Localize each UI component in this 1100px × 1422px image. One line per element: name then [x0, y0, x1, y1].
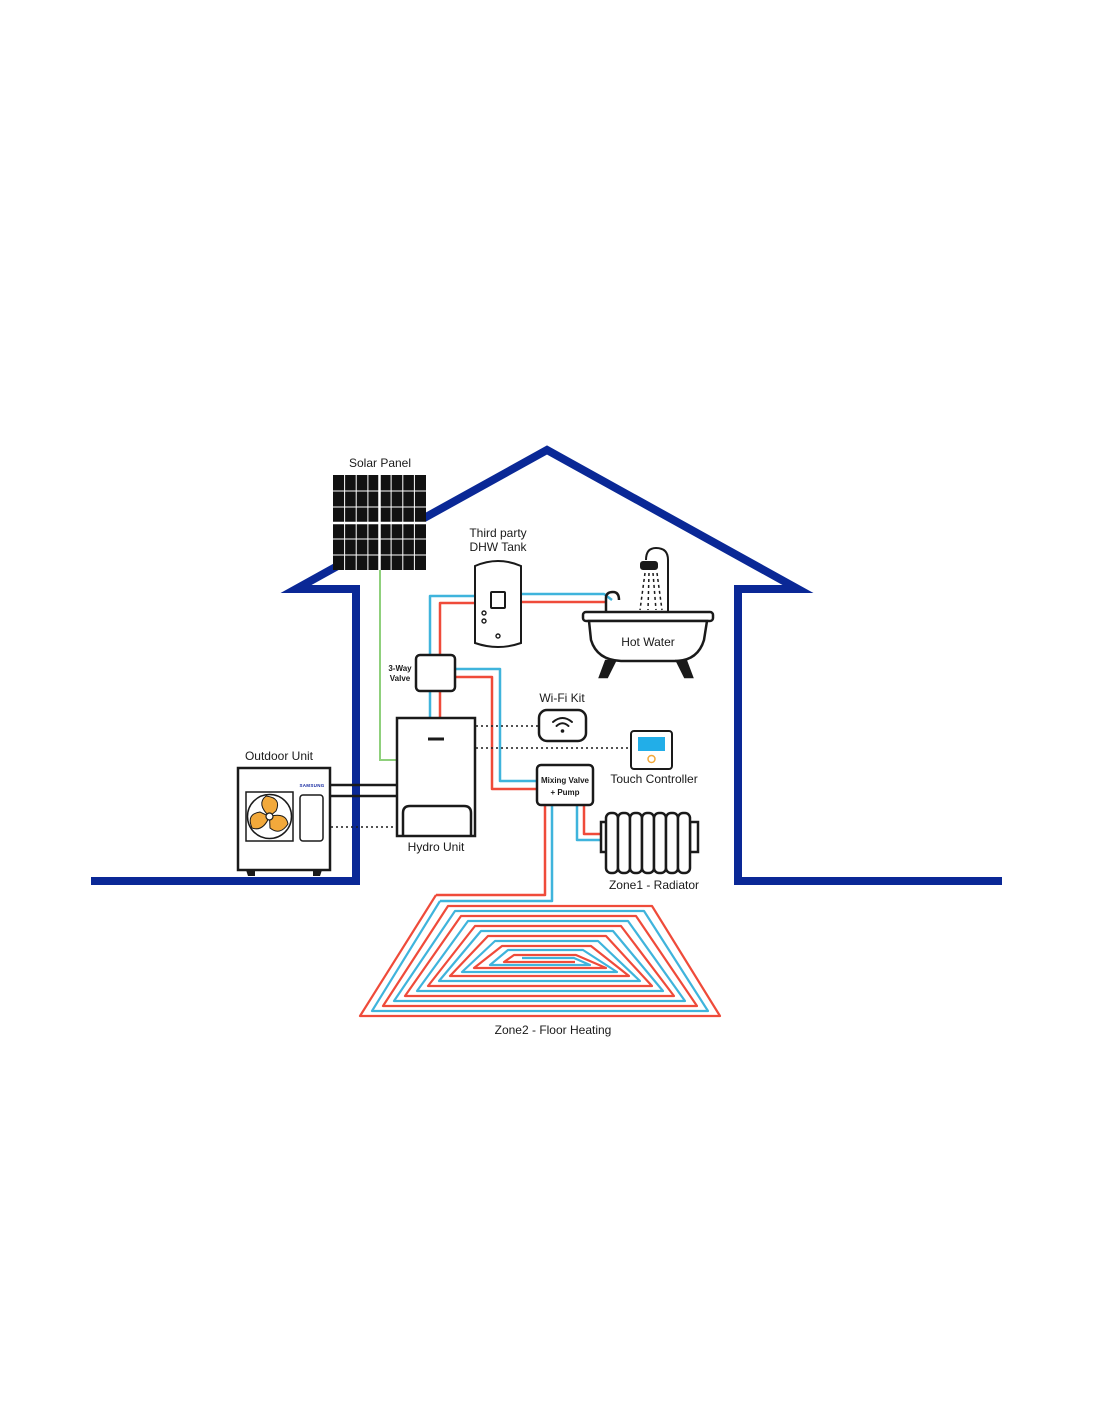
dhw-tank-icon [474, 560, 522, 648]
label-touch-controller: Touch Controller [610, 772, 697, 786]
label-outdoor-unit: Outdoor Unit [245, 749, 314, 763]
fan-icon [246, 793, 293, 840]
hydro-unit-icon [395, 716, 477, 838]
label-hot-water: Hot Water [621, 635, 675, 649]
label-dhw-tank-line2: DHW Tank [469, 540, 527, 554]
floor-heating-icon [358, 894, 722, 1018]
valve-icon [414, 653, 457, 693]
labels: Solar Panel Third party DHW Tank Hot Wat… [245, 456, 699, 1037]
bathtub-icon [581, 590, 715, 679]
mixing-valve-icon [535, 763, 595, 807]
comm-lines [331, 725, 631, 828]
shower-icon [639, 546, 669, 612]
label-three-way-valve-line1: 3-Way [388, 664, 412, 673]
label-zone1: Zone1 - Radiator [609, 878, 699, 892]
touch-controller-icon [630, 730, 673, 770]
house-outline [91, 445, 1002, 885]
wifi-icon [537, 708, 588, 743]
label-zone2: Zone2 - Floor Heating [495, 1023, 612, 1037]
solar-panel-icon [333, 475, 426, 570]
radiator-icon [599, 811, 700, 875]
label-hydro-unit: Hydro Unit [408, 840, 465, 854]
label-mixing-valve-line2: + Pump [550, 788, 579, 797]
label-mixing-valve-line1: Mixing Valve [541, 776, 590, 785]
label-three-way-valve-line2: Valve [390, 674, 411, 683]
label-dhw-tank-line1: Third party [469, 526, 526, 540]
brand-logo: SAMSUNG [299, 783, 324, 788]
solar-cable [379, 568, 397, 761]
label-wifi-kit: Wi-Fi Kit [539, 691, 585, 705]
label-solar-panel: Solar Panel [349, 456, 411, 470]
